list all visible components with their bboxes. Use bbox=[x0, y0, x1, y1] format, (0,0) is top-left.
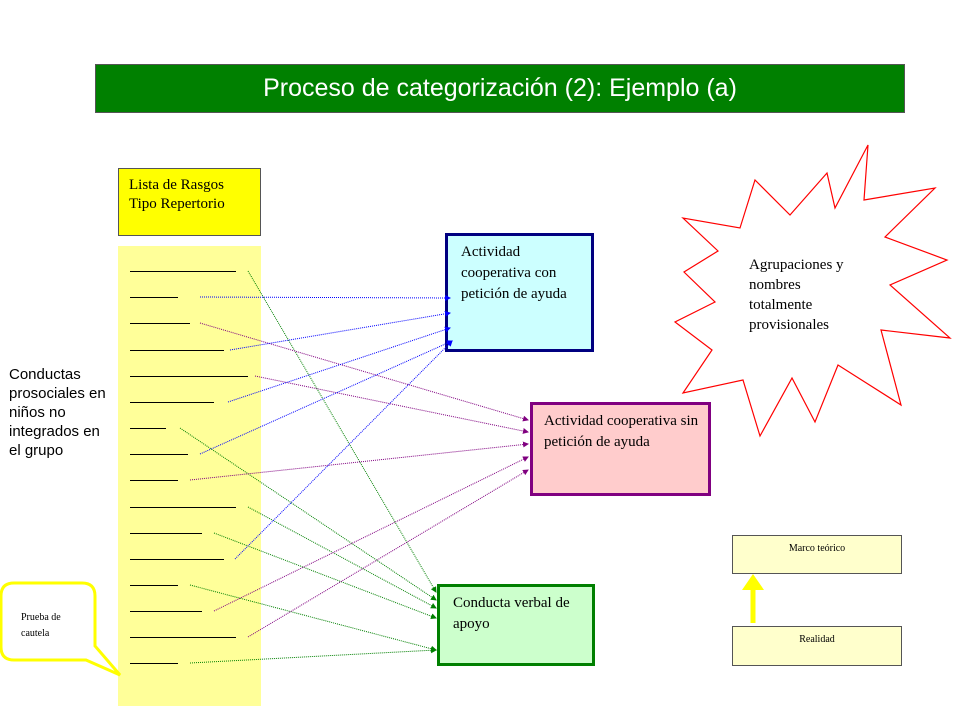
link-trait-6-to-with-help bbox=[227, 326, 451, 403]
up-arrow-head bbox=[742, 574, 764, 590]
starburst-shape bbox=[673, 144, 952, 438]
callout-text: Prueba de cautela bbox=[21, 612, 61, 639]
trait-blank-line bbox=[130, 611, 202, 612]
trait-blank-line bbox=[130, 663, 178, 664]
category-without-help-request: Actividad cooperativa sin petición de ay… bbox=[530, 402, 711, 496]
trait-list-header-line2: Tipo Repertorio bbox=[129, 196, 225, 212]
link-trait-12-to-with-help bbox=[234, 340, 453, 560]
trait-blank-line bbox=[130, 637, 236, 638]
category-with-help-request: Actividad cooperativa con petición de ay… bbox=[445, 233, 594, 352]
reality-box: Realidad bbox=[732, 626, 902, 666]
link-trait-15-to-without-help bbox=[247, 469, 529, 638]
link-trait-4-to-with-help bbox=[229, 310, 451, 351]
trait-blank-line bbox=[130, 585, 178, 586]
page-title: Proceso de categorización (2): Ejemplo (… bbox=[263, 74, 737, 102]
link-trait-2-to-with-help bbox=[199, 294, 451, 301]
links-layer bbox=[179, 270, 529, 664]
trait-blank-line bbox=[130, 323, 190, 324]
link-trait-5-to-without-help bbox=[254, 375, 529, 434]
link-trait-14-to-without-help bbox=[213, 456, 529, 612]
link-trait-16-to-verbal bbox=[189, 647, 437, 664]
behaviors-label: Conductas prosociales en niños no integr… bbox=[9, 366, 106, 459]
link-trait-7-to-verbal bbox=[179, 427, 437, 601]
trait-blank-line bbox=[130, 559, 224, 560]
theory-box: Marco teórico bbox=[732, 535, 902, 574]
link-trait-13-to-verbal bbox=[189, 584, 437, 652]
title-bar: Proceso de categorización (2): Ejemplo (… bbox=[95, 64, 905, 113]
trait-blank-line bbox=[130, 507, 236, 508]
trait-blank-line bbox=[130, 271, 236, 272]
link-trait-10-to-verbal bbox=[247, 506, 437, 609]
link-trait-1-to-verbal bbox=[247, 270, 437, 593]
trait-list-header: Lista de Rasgos Tipo Repertorio bbox=[118, 168, 261, 236]
trait-blank-line bbox=[130, 480, 178, 481]
trait-blank-line bbox=[130, 428, 166, 429]
trait-list-header-line1: Lista de Rasgos bbox=[129, 177, 224, 193]
trait-blank-line bbox=[130, 376, 248, 377]
category-verbal-support: Conducta verbal de apoyo bbox=[437, 584, 595, 666]
callout-shape bbox=[0, 581, 122, 677]
trait-blank-line bbox=[130, 297, 178, 298]
link-trait-9-to-without-help bbox=[189, 441, 529, 481]
starburst-text: Agrupaciones y nombres totalmente provis… bbox=[749, 257, 844, 333]
link-trait-8-to-with-help bbox=[199, 340, 453, 455]
trait-blank-line bbox=[130, 533, 202, 534]
trait-list-panel bbox=[118, 246, 261, 706]
trait-blank-line bbox=[130, 350, 224, 351]
link-trait-11-to-verbal bbox=[213, 532, 437, 620]
link-trait-3-to-without-help bbox=[199, 322, 529, 422]
trait-blank-line bbox=[130, 454, 188, 455]
trait-blank-line bbox=[130, 402, 214, 403]
